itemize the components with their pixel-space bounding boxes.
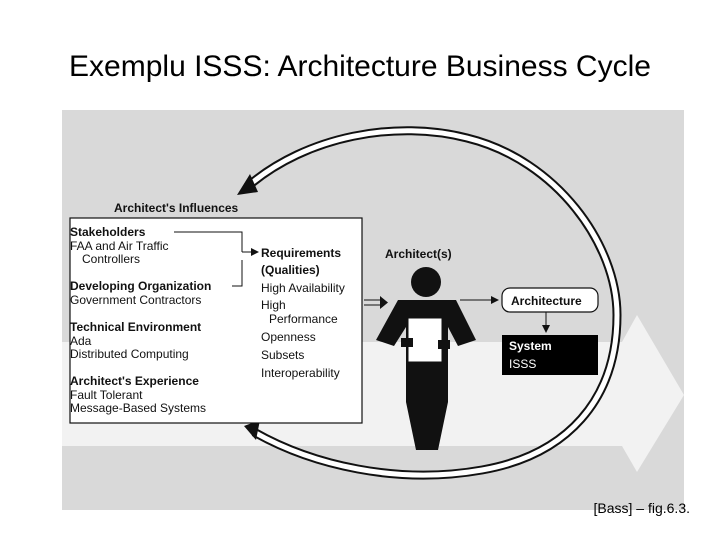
system-label: System	[509, 339, 552, 353]
organization-item: Government Contractors	[70, 293, 201, 307]
requirement-item: Subsets	[261, 348, 304, 362]
influences-box	[69, 217, 363, 424]
architect-label: Architect(s)	[385, 247, 452, 261]
experience-heading: Architect's Experience	[70, 374, 199, 388]
stakeholders-item: FAA and Air Traffic	[70, 239, 169, 253]
requirements-to-architect-arrow	[364, 296, 388, 309]
requirement-item: Openness	[261, 330, 316, 344]
experience-item: Fault Tolerant	[70, 388, 143, 402]
influences-title: Architect's Influences	[114, 201, 239, 215]
technical-item: Distributed Computing	[70, 347, 189, 361]
architecture-label: Architecture	[511, 294, 582, 308]
experience-item: Message-Based Systems	[70, 401, 206, 415]
requirements-subheading: (Qualities)	[261, 263, 320, 277]
abc-diagram: Architect's Influences Stakeholders FAA …	[62, 126, 684, 480]
system-box	[502, 335, 598, 375]
architect-figure-icon	[376, 267, 476, 450]
system-value: ISSS	[509, 357, 536, 371]
stakeholders-item: Controllers	[82, 252, 140, 266]
requirement-item: Interoperability	[261, 366, 340, 380]
loop-arrowhead-bottom	[244, 420, 260, 440]
requirements-heading: Requirements	[261, 246, 341, 260]
technical-heading: Technical Environment	[70, 320, 201, 334]
diagram-figure: Architect's Influences Stakeholders FAA …	[62, 110, 684, 510]
feedback-loop	[237, 126, 622, 480]
organization-heading: Developing Organization	[70, 279, 211, 293]
requirement-item: Performance	[269, 312, 338, 326]
architecture-box	[501, 287, 599, 313]
document-icon	[407, 317, 443, 363]
influence-connectors	[174, 231, 259, 287]
figure-caption: [Bass] – fig.6.3.	[593, 500, 691, 516]
requirement-item: High Availability	[261, 281, 345, 295]
slide-title: Exemplu ISSS: Architecture Business Cycl…	[69, 50, 651, 83]
technical-item: Ada	[70, 334, 92, 348]
loop-arrowhead-top	[237, 174, 258, 195]
stakeholders-heading: Stakeholders	[70, 225, 146, 239]
requirement-item: High	[261, 298, 286, 312]
